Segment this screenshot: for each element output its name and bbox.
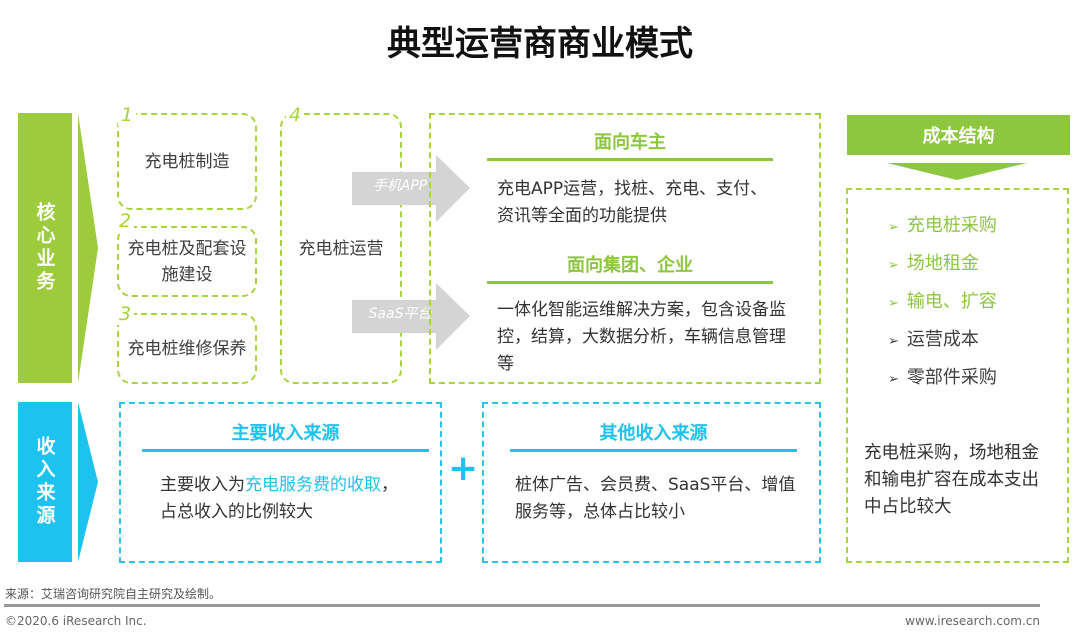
bullet-icon: ➢	[888, 334, 899, 349]
cost-item: ➢ 场地租金	[888, 246, 997, 284]
box-construction: 充电桩及配套设施建设	[117, 226, 257, 297]
core-arrow-icon	[78, 113, 98, 383]
bullet-icon: ➢	[888, 258, 899, 273]
box-text: 充电桩运营	[298, 238, 384, 259]
section-text: 充电APP运营，找桩、充电、支付、资讯等全面的功能提供	[497, 179, 768, 226]
main-income-box	[119, 402, 442, 563]
step-number: 4	[286, 104, 305, 126]
app-arrow: 手机APP	[352, 155, 470, 222]
text: 主要收入为	[160, 475, 245, 495]
divider	[487, 281, 773, 284]
step-number: 2	[116, 210, 135, 232]
item-text: 运营成本	[906, 329, 979, 350]
other-income-box	[482, 402, 821, 563]
cost-item: ➢ 输电、扩容	[888, 284, 997, 322]
item-text: 零部件采购	[906, 367, 997, 388]
copyright: ©2020.6 iResearch Inc.	[5, 614, 147, 628]
arrow-label: 手机APP	[372, 178, 428, 194]
box-maintenance: 充电桩维修保养	[117, 313, 257, 384]
core-business-label: 核心业务	[18, 113, 72, 383]
income-label: 收入来源	[18, 402, 72, 562]
cost-list: ➢ 充电桩采购 ➢ 场地租金 ➢ 输电、扩容 ➢ 运营成本 ➢ 零部件采购	[888, 208, 997, 398]
targets-box	[429, 113, 821, 384]
arrow-down-icon	[887, 163, 1027, 180]
section-heading: 面向车主	[594, 132, 666, 153]
arrow-right-icon	[352, 283, 470, 350]
section-heading: 主要收入来源	[231, 423, 340, 444]
divider	[510, 449, 797, 452]
section-heading: 面向集团、企业	[567, 255, 693, 276]
source-note: 来源：艾瑞咨询研究院自主研究及绘制。	[5, 587, 222, 601]
income-arrow-icon	[78, 402, 98, 562]
item-text: 输电、扩容	[906, 291, 997, 312]
item-text: 场地租金	[906, 253, 979, 274]
divider	[487, 158, 773, 161]
saas-arrow: SaaS平台	[352, 283, 470, 350]
other-income-text: 桩体广告、会员费、SaaS平台、增值服务等，总体占比较小	[515, 475, 796, 522]
cost-item: ➢ 充电桩采购	[888, 208, 997, 246]
section-heading: 其他收入来源	[599, 423, 708, 444]
box-text: 充电桩维修保养	[127, 338, 247, 359]
bullet-icon: ➢	[888, 372, 899, 387]
cost-heading: 成本结构	[847, 115, 1070, 155]
footer-divider	[4, 604, 1040, 607]
main-income-text: 主要收入为充电服务费的收取，占总收入的比例较大	[160, 472, 410, 526]
arrow-right-icon	[352, 155, 470, 222]
cost-summary: 充电桩采购，场地租金和输电扩容在成本支出中占比较大	[864, 443, 1039, 517]
divider	[142, 449, 429, 452]
box-manufacturing: 充电桩制造	[117, 113, 257, 210]
step-number: 1	[118, 104, 137, 126]
cost-item: ➢ 零部件采购	[888, 360, 997, 398]
box-text: 充电桩及配套设施建设	[127, 238, 247, 285]
cost-box	[846, 188, 1069, 563]
box-text: 充电桩制造	[144, 151, 230, 172]
cost-item: ➢ 运营成本	[888, 322, 997, 360]
section-text: 一体化智能运维解决方案，包含设备监控，结算，大数据分析，车辆信息管理等	[497, 300, 786, 374]
arrow-label: SaaS平台	[368, 306, 432, 322]
bullet-icon: ➢	[888, 296, 899, 311]
item-text: 充电桩采购	[906, 215, 997, 236]
website-link[interactable]: www.iresearch.com.cn	[905, 614, 1040, 628]
page-title: 典型运营商商业模式	[387, 24, 693, 64]
bullet-icon: ➢	[888, 220, 899, 235]
box-operation: 充电桩运营	[280, 113, 402, 384]
text: ，占总收入的比例较大	[160, 475, 398, 522]
plus-icon: +	[448, 448, 479, 489]
highlight-text: 充电服务费的收取	[245, 475, 381, 495]
step-number: 3	[116, 303, 135, 325]
